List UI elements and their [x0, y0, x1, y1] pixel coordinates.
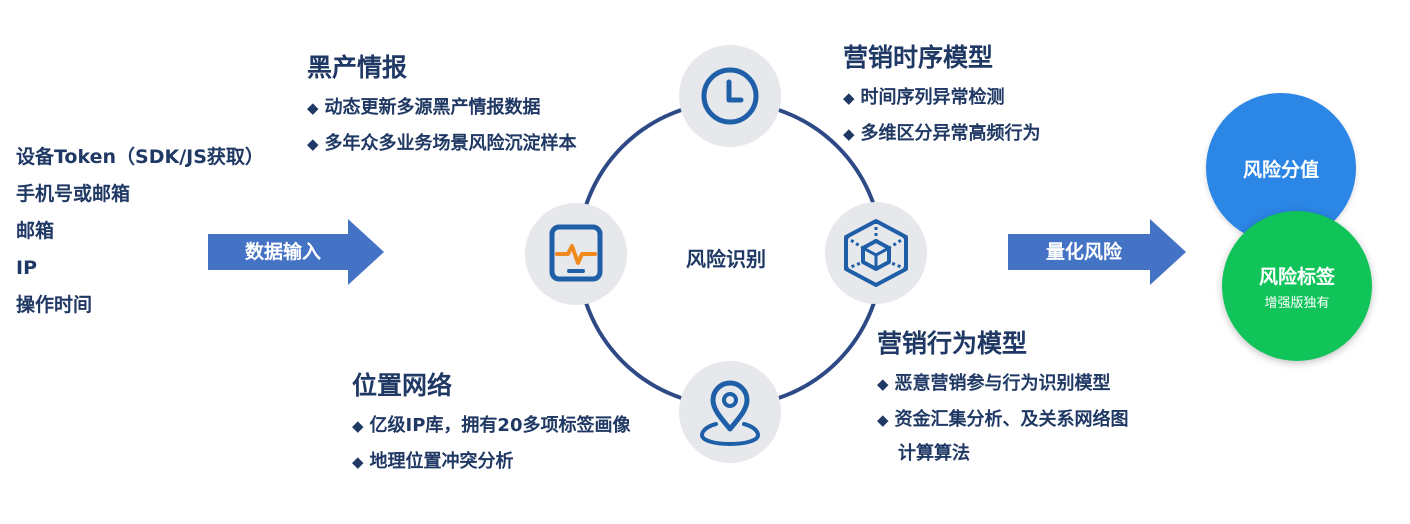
quantify-risk-arrow: 量化风险 [1008, 219, 1186, 285]
clock-icon [701, 67, 759, 125]
monitor-pulse-icon [549, 224, 603, 282]
input-list: 设备Token（SDK/JS获取） 手机号或邮箱 邮箱 IP 操作时间 [16, 142, 264, 327]
risk-tag-label: 风险标签 [1258, 265, 1335, 288]
location-network-bullet: ◆地理位置冲突分析 [352, 451, 514, 472]
quantify-risk-label: 量化风险 [1045, 241, 1122, 263]
data-input-label: 数据输入 [244, 241, 321, 263]
risk-tag-circle: 风险标签 增强版独有 [1222, 211, 1372, 361]
ring-node-right [825, 202, 927, 304]
diamond-bullet-icon: ◆ [877, 375, 889, 393]
ring-node-left [525, 203, 627, 305]
ring-node-top [679, 45, 781, 147]
risk-score-label: 风险分值 [1242, 158, 1319, 181]
diamond-bullet-icon: ◆ [843, 89, 855, 107]
black-intel-title: 黑产情报 [307, 53, 408, 82]
diamond-bullet-icon: ◆ [352, 453, 364, 471]
input-item-phone-or-email: 手机号或邮箱 [16, 183, 131, 205]
risk-identification-label: 风险识别 [686, 247, 766, 271]
location-network-block: 位置网络 ◆亿级IP库，拥有20多项标签画像 ◆地理位置冲突分析 [352, 370, 630, 474]
behavior-model-title: 营销行为模型 [877, 329, 1028, 358]
diamond-bullet-icon: ◆ [877, 411, 889, 429]
timing-model-block: 营销时序模型 ◆时间序列异常检测 ◆多维区分异常高频行为 [843, 42, 1041, 146]
diamond-bullet-icon: ◆ [352, 417, 364, 435]
data-input-arrow: 数据输入 [208, 219, 384, 285]
black-intel-bullet: ◆多年众多业务场景风险沉淀样本 [307, 133, 577, 154]
location-pin-icon [699, 380, 761, 447]
location-network-title: 位置网络 [352, 371, 453, 400]
black-intel-bullet: ◆动态更新多源黑产情报数据 [307, 97, 541, 118]
input-item-email: 邮箱 [16, 220, 55, 242]
cube-network-icon [844, 219, 908, 287]
behavior-model-continuation: 计算算法 [898, 443, 970, 464]
timing-model-title: 营销时序模型 [843, 43, 994, 72]
risk-tag-sublabel: 增强版独有 [1264, 295, 1330, 311]
diamond-bullet-icon: ◆ [843, 125, 855, 143]
input-item-ip: IP [16, 257, 37, 279]
input-item-token: 设备Token（SDK/JS获取） [16, 146, 264, 168]
behavior-model-bullet: ◆恶意营销参与行为识别模型 [877, 373, 1111, 394]
location-network-bullet: ◆亿级IP库，拥有20多项标签画像 [352, 415, 631, 436]
timing-model-bullet: ◆时间序列异常检测 [843, 87, 1005, 108]
behavior-model-bullet: ◆资金汇集分析、及关系网络图 [877, 409, 1129, 430]
diamond-bullet-icon: ◆ [307, 99, 319, 117]
black-intel-block: 黑产情报 ◆动态更新多源黑产情报数据 ◆多年众多业务场景风险沉淀样本 [307, 52, 577, 156]
diamond-bullet-icon: ◆ [307, 135, 319, 153]
input-item-time: 操作时间 [16, 294, 93, 316]
behavior-model-block: 营销行为模型 ◆恶意营销参与行为识别模型 ◆资金汇集分析、及关系网络图 计算算法 [877, 328, 1129, 466]
ring-node-bottom [679, 361, 781, 463]
timing-model-bullet: ◆多维区分异常高频行为 [843, 123, 1041, 144]
